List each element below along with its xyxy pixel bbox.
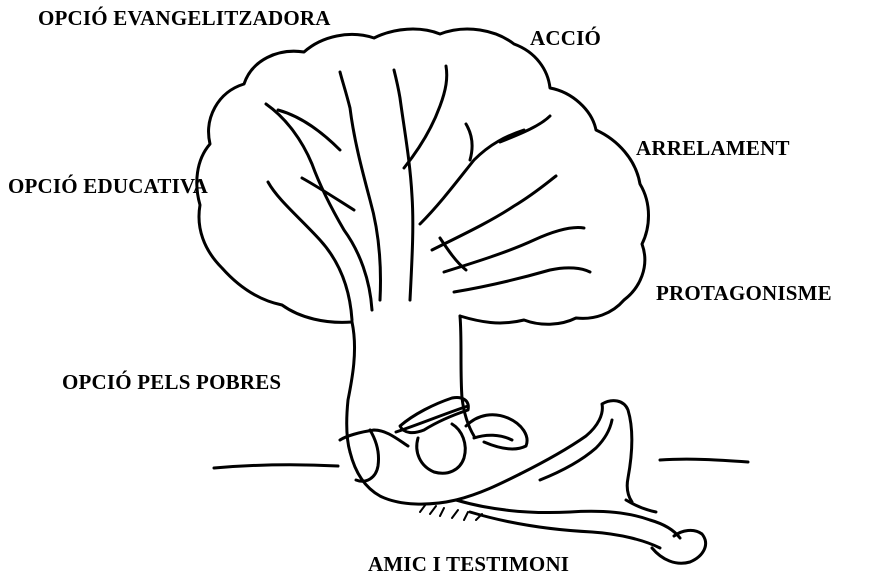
figure-arm-raised-inner — [474, 435, 512, 440]
figure-leg-straight-lower — [470, 512, 660, 548]
branch — [440, 238, 466, 270]
figure-torso — [350, 452, 520, 504]
tree-trunk-left — [347, 322, 355, 452]
figure-leg-raised — [520, 401, 632, 502]
label-opcio-evangelitzadora: OPCIÓ EVANGELITZADORA — [38, 6, 331, 31]
figure-shoe — [626, 500, 656, 512]
figure-leg-straight — [456, 500, 680, 538]
figure-leg-raised-inner — [540, 420, 612, 480]
ground-line — [660, 459, 748, 462]
label-amic-i-testimoni: AMIC I TESTIMONI — [368, 552, 569, 577]
branch — [302, 178, 354, 210]
label-opcio-educativa: OPCIÓ EDUCATIVA — [8, 174, 208, 199]
branch — [266, 104, 372, 310]
branch — [268, 182, 352, 320]
tree-canopy — [197, 29, 649, 324]
branch — [340, 72, 381, 300]
label-arrelament: ARRELAMENT — [636, 136, 790, 161]
branch — [278, 110, 340, 150]
branch — [454, 268, 590, 292]
branch — [394, 70, 413, 300]
label-opcio-pels-pobres: OPCIÓ PELS POBRES — [62, 370, 281, 395]
figure-arm-raised — [466, 415, 527, 449]
branch — [466, 124, 472, 160]
label-protagonisme: PROTAGONISME — [656, 281, 832, 306]
tree-trunk-right — [460, 316, 474, 436]
branch — [404, 66, 447, 168]
ground-line — [214, 465, 338, 468]
label-accio: ACCIÓ — [530, 26, 601, 51]
